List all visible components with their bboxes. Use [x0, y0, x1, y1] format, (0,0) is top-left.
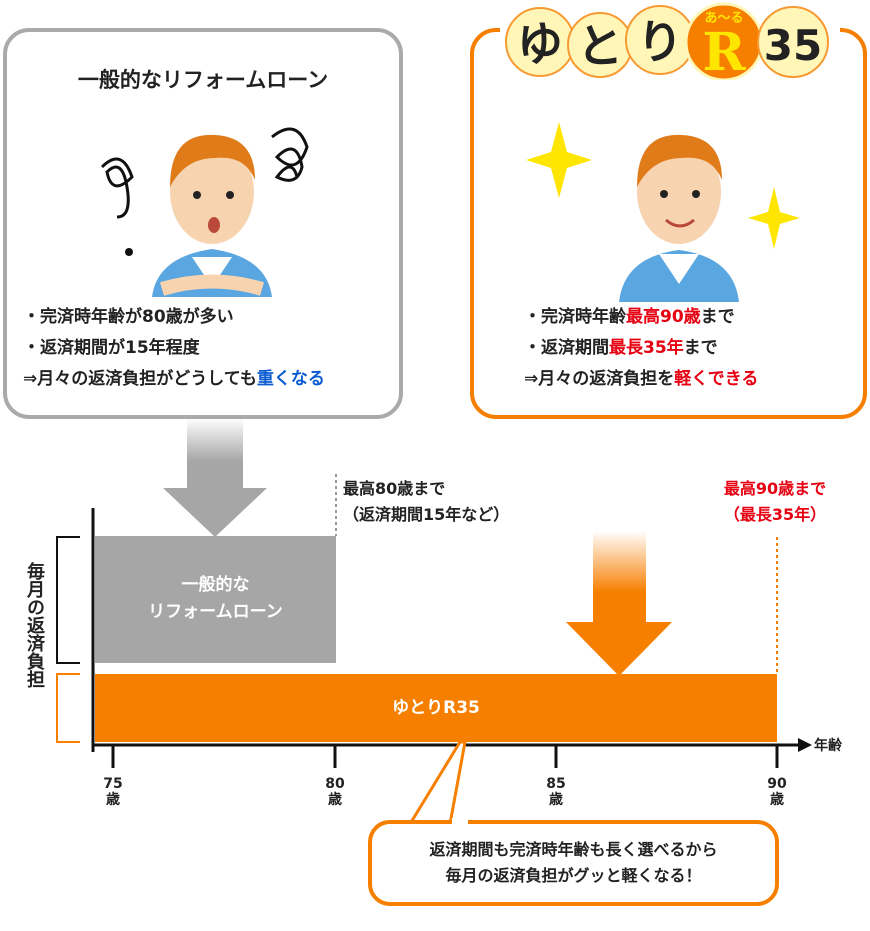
- note-general: 最高80歳まで （返済期間15年など）: [343, 476, 509, 528]
- text: ・返済期間: [524, 338, 609, 358]
- point-age: ・完済時年齢最高90歳まで: [524, 302, 758, 333]
- down-arrow-orange: [566, 418, 672, 676]
- tick-unit: 歳: [328, 792, 342, 808]
- summary-callout: 返済期間も完済時年齢も長く選べるから 毎月の返済負担がグッと軽くなる！: [368, 820, 779, 906]
- emphasis: 最高90歳: [626, 307, 701, 327]
- point-burden-text: ⇒月々の返済負担がどうしても: [23, 369, 257, 389]
- down-arrow-gray: [163, 418, 267, 537]
- yutori-r35-panel: ・完済時年齢最高90歳まで ・返済期間最長35年まで ⇒月々の返済負担を軽くでき…: [470, 28, 867, 419]
- tick-unit: 歳: [549, 792, 563, 808]
- bar-r35-label: ゆとりR35: [392, 698, 480, 718]
- logo-char: R: [702, 22, 746, 80]
- note-r35: 最高90歳まで （最長35年）: [700, 476, 850, 528]
- sparkle-icon: [748, 187, 800, 249]
- bar-label-line: リフォームローン: [148, 602, 283, 622]
- logo-char: ゆ: [517, 17, 563, 71]
- callout-pointer: [407, 740, 467, 826]
- logo-char: と: [577, 19, 623, 73]
- yutori-r35-points: ・完済時年齢最高90歳まで ・返済期間最長35年まで ⇒月々の返済負担を軽くでき…: [524, 302, 758, 395]
- general-loan-title: 一般的なリフォームローン: [77, 68, 329, 92]
- point-term: ・返済期間最長35年まで: [524, 333, 758, 364]
- tick-value: 90: [767, 776, 787, 792]
- tick-value: 80: [325, 776, 345, 792]
- logo-char: り: [637, 15, 683, 69]
- callout-line: 毎月の返済負担がグッと軽くなる！: [445, 866, 702, 885]
- point-term: ・返済期間が15年程度: [23, 338, 200, 358]
- general-loan-points: ・完済時年齢が80歳が多い ・返済期間が15年程度 ⇒月々の返済負担がどうしても…: [23, 302, 325, 395]
- text: まで: [700, 307, 735, 327]
- tick-unit: 歳: [106, 792, 120, 808]
- bar-label-line: 一般的な: [181, 575, 250, 595]
- tick-value: 85: [546, 776, 566, 792]
- text: ⇒月々の返済負担を: [524, 369, 675, 389]
- point-burden-emphasis: 重くなる: [256, 369, 325, 389]
- general-loan-panel: 一般的なリフォームローン ・完済時年齢が80歳が多い ・返済期間が15年程度 ⇒…: [3, 28, 403, 419]
- x-ticks: [111, 745, 779, 768]
- happy-man-illustration: [526, 122, 800, 302]
- x-axis-arrowhead: [798, 738, 812, 752]
- bar-general-label: 一般的な リフォームローン: [95, 572, 336, 626]
- sparkle-icon: [526, 122, 592, 198]
- tick-value: 75: [103, 776, 123, 792]
- note-line: （返済期間15年など）: [343, 505, 510, 524]
- x-axis-label: 年齢: [814, 738, 842, 754]
- worried-man-illustration: [100, 127, 309, 297]
- logo-ruby: あ〜る: [704, 11, 743, 26]
- note-line: 最高80歳まで: [343, 479, 446, 498]
- tick-unit: 歳: [770, 792, 784, 808]
- point-burden: ⇒月々の返済負担がどうしても重くなる: [23, 364, 325, 395]
- bracket-general: [56, 536, 80, 664]
- bracket-r35: [56, 673, 80, 743]
- point-burden: ⇒月々の返済負担を軽くできる: [524, 364, 758, 395]
- bar-yutori-r35: [95, 674, 777, 742]
- note-line: （最長35年）: [723, 505, 827, 524]
- note-line: 最高90歳まで: [723, 479, 827, 498]
- y-axis-label: 毎月の返済負担: [24, 562, 45, 688]
- point-age: ・完済時年齢が80歳が多い: [23, 307, 234, 327]
- emphasis: 軽くできる: [674, 369, 759, 389]
- emphasis: 最長35年: [609, 338, 684, 358]
- scribble-icon: [271, 127, 309, 182]
- logo-char: 35: [764, 21, 822, 70]
- callout-pointer-mask: [452, 818, 468, 826]
- text: ・完済時年齢: [524, 307, 626, 327]
- callout-line: 返済期間も完済時年齢も長く選べるから: [429, 840, 718, 859]
- scribble-icon: [100, 157, 134, 219]
- yutori-r35-logo: ゆ と り あ〜る R 35: [500, 2, 840, 80]
- text: まで: [683, 338, 718, 358]
- bar-general-loan: [95, 536, 336, 663]
